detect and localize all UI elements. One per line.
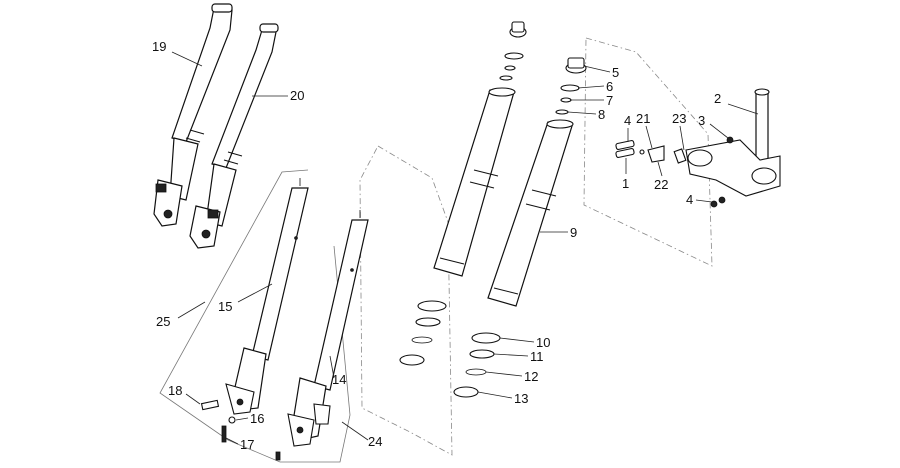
dashdot-outline-center bbox=[359, 145, 453, 456]
callout-19: 19 bbox=[152, 39, 166, 54]
callout-17: 17 bbox=[240, 437, 254, 452]
group-outlines bbox=[159, 37, 713, 463]
seal-stack-left bbox=[399, 300, 447, 366]
callout-3: 3 bbox=[698, 113, 705, 128]
callout-22: 22 bbox=[654, 177, 668, 192]
callout-18: 18 bbox=[168, 383, 182, 398]
callout-14: 14 bbox=[332, 372, 346, 387]
callout-4-bottom: 4 bbox=[686, 192, 693, 207]
callout-11: 11 bbox=[530, 349, 544, 364]
callout-16: 16 bbox=[250, 411, 264, 426]
dashdot-outline-right bbox=[583, 37, 713, 267]
inner-tube-9 bbox=[487, 119, 574, 307]
seal-stack-right bbox=[453, 332, 501, 398]
callout-24: 24 bbox=[368, 434, 382, 449]
callout-12: 12 bbox=[524, 369, 538, 384]
leader-lines bbox=[171, 51, 759, 445]
callout-7: 7 bbox=[606, 93, 613, 108]
fork-leg-19 bbox=[153, 3, 233, 227]
callout-23: 23 bbox=[672, 111, 686, 126]
callout-6: 6 bbox=[606, 79, 613, 94]
callout-2: 2 bbox=[714, 91, 721, 106]
callout-4-top: 4 bbox=[624, 113, 631, 128]
callout-9: 9 bbox=[570, 225, 577, 240]
top-cap-stack-right bbox=[555, 57, 587, 115]
callout-labels: 19 20 25 15 14 18 16 17 24 5 6 7 8 9 10 … bbox=[152, 39, 721, 452]
fork-leg-20 bbox=[189, 23, 279, 249]
callout-13: 13 bbox=[514, 391, 528, 406]
steering-stem-assembly bbox=[673, 88, 781, 208]
fork-leg-15 bbox=[225, 178, 309, 415]
small-parts-1-21-22 bbox=[615, 140, 665, 163]
callout-10: 10 bbox=[536, 335, 550, 350]
callout-15: 15 bbox=[218, 299, 232, 314]
callout-21: 21 bbox=[636, 111, 650, 126]
callout-5: 5 bbox=[612, 65, 619, 80]
callout-25: 25 bbox=[156, 314, 170, 329]
callout-1: 1 bbox=[622, 176, 629, 191]
hardware-16-17-18 bbox=[200, 399, 281, 461]
fork-leg-14 bbox=[287, 210, 369, 447]
callout-20: 20 bbox=[290, 88, 304, 103]
callout-8: 8 bbox=[598, 107, 605, 122]
inner-tube-left bbox=[433, 21, 527, 277]
assembly-outline-25 bbox=[159, 169, 351, 463]
